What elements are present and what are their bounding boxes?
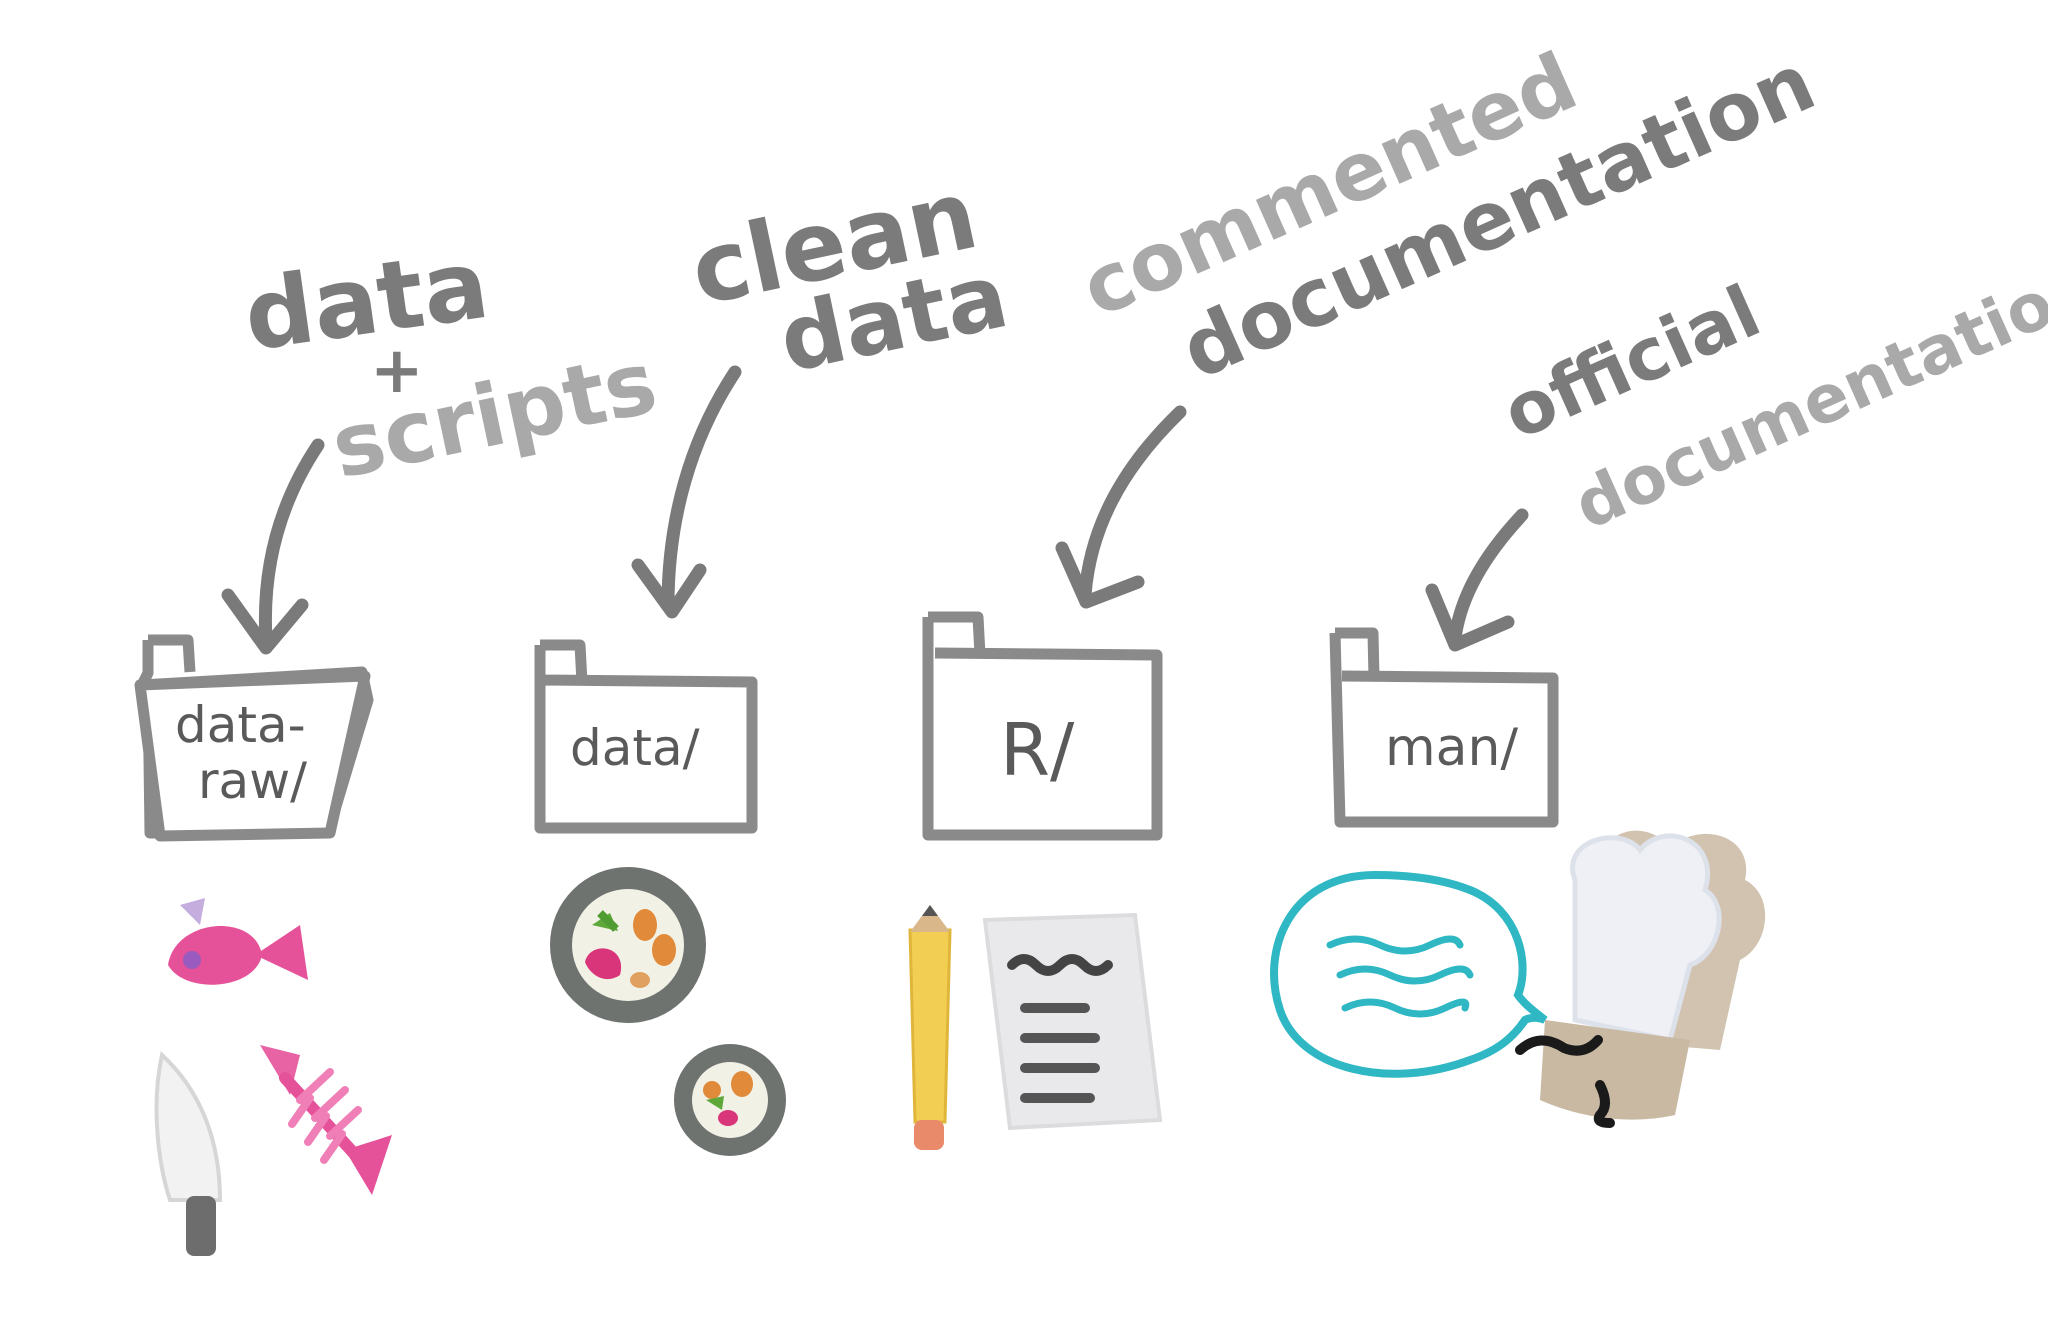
annotation-data: clean data: [681, 158, 1016, 393]
arrow-icon: [221, 438, 325, 655]
pencil-icon: [908, 905, 952, 1150]
folder-data-raw[interactable]: data- raw/: [134, 634, 374, 842]
annotation-data-raw-line1: data: [238, 228, 495, 373]
fish-bone-icon: [260, 1045, 392, 1195]
knife-icon: [154, 1051, 223, 1256]
speech-bubble-icon: [1270, 870, 1548, 1078]
annotation-man: official documentation: [1491, 246, 2048, 545]
folder-r[interactable]: R/: [922, 611, 1163, 841]
annotation-data-raw-line2: +: [370, 334, 424, 408]
arrow-icon: [631, 365, 742, 619]
folder-data[interactable]: data/: [534, 639, 758, 834]
small-salad-bowl-icon: [674, 1044, 786, 1156]
folder-man-label: man/: [1385, 718, 1518, 778]
fish-icon: [168, 898, 308, 985]
arrow-icon: [1055, 405, 1187, 609]
chef-hat-icon: [1515, 830, 1766, 1128]
notes-document-icon: [982, 912, 1163, 1131]
arrow-icon: [1425, 508, 1529, 652]
folder-data-raw-label-line1: data-: [175, 696, 306, 754]
folder-man[interactable]: man/: [1329, 627, 1559, 828]
folder-data-label: data/: [570, 719, 700, 777]
folder-data-raw-label-line2: raw/: [198, 752, 307, 810]
annotation-data-raw: data + scripts: [238, 228, 666, 499]
folder-r-label: R/: [1000, 708, 1075, 792]
salad-bowl-icon: [550, 867, 706, 1023]
